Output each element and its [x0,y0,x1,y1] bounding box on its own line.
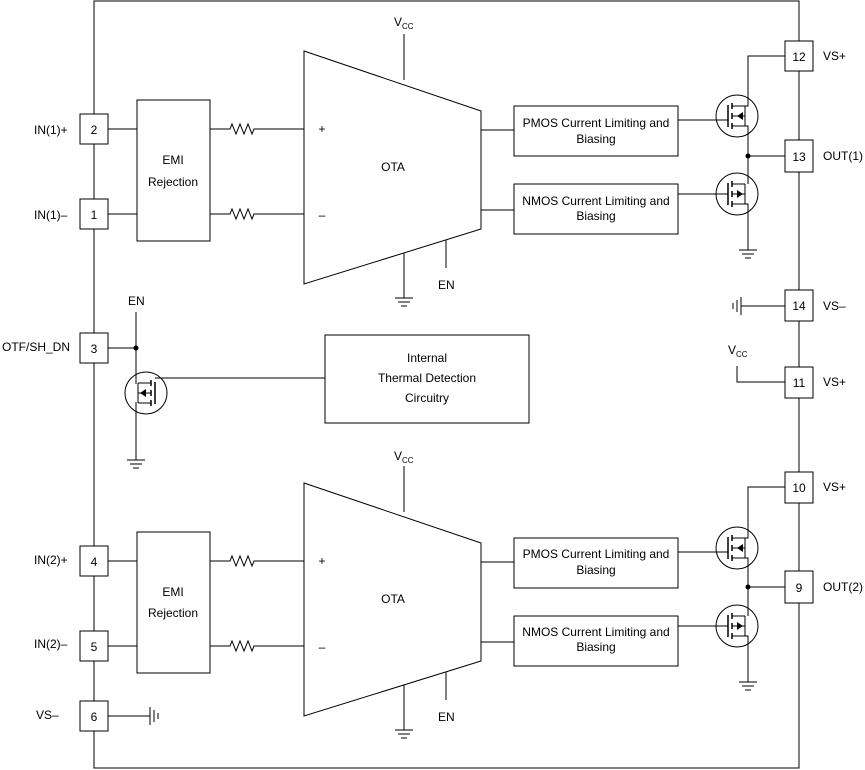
pin-10-label: VS+ [823,480,846,494]
pin-14-number: 14 [792,299,806,313]
pin-11-vcc-label: VCC [728,343,748,359]
pmos-1-line1: PMOS Current Limiting and [523,116,670,130]
thermal-line3: Circuitry [405,391,449,405]
ota-2 [303,482,482,717]
emi-2-line2: Rejection [148,606,198,620]
pin-3-label: OTF/SH_DN [2,340,70,354]
pin-2-label: IN(1)+ [34,123,68,137]
ota-1-label: OTA [381,160,405,174]
pin-5-number: 5 [91,640,98,654]
pin-6-number: 6 [91,710,98,724]
emi-1-line2: Rejection [148,175,198,189]
pmos-current-limiting-2 [513,537,679,589]
pin-6[interactable]: 6 [79,700,109,732]
pin-3-number: 3 [91,342,98,356]
pin-9-number: 9 [796,581,803,595]
pin-11[interactable]: 11 [784,366,814,399]
emi-2-line1: EMI [162,585,183,599]
out2-junction [745,584,751,590]
pmos-2-line1: PMOS Current Limiting and [523,547,670,561]
nmos-1-line1: NMOS Current Limiting and [522,194,669,208]
thermal-line2: Thermal Detection [378,371,476,385]
pin-4-label: IN(2)+ [34,553,68,567]
pin-1-number: 1 [91,208,98,222]
pin-6-ground [149,706,159,726]
pin-4[interactable]: 4 [79,545,109,577]
pin-9[interactable]: 9 [784,570,814,604]
ota-2-minus: – [319,640,326,654]
resistor-in1-minus [225,208,259,220]
pin-9-label: OUT(2) [823,580,863,594]
pin-2[interactable]: 2 [79,113,109,145]
ota-2-en-label: EN [438,710,455,724]
ota-2-ground [394,729,414,739]
pin-11-number: 11 [793,376,806,390]
nmos-current-limiting-2 [513,615,679,667]
ota-1-vcc-label: VCC [394,15,414,31]
emi-1-line1: EMI [162,153,183,167]
ota-1-plus: + [318,122,325,136]
pin-14[interactable]: 14 [784,289,814,322]
resistor-in2-minus [225,640,259,652]
pin-13-number: 13 [792,150,806,164]
emi-rejection-block-1 [136,99,211,242]
pin-4-number: 4 [91,555,98,569]
resistor-in2-plus [225,555,259,567]
pin-2-number: 2 [91,123,98,137]
ota-1-en-label: EN [438,278,455,292]
pin-5[interactable]: 5 [79,630,109,662]
pin-10-number: 10 [792,481,806,495]
otf-en-label: EN [128,294,145,308]
thermal-detection-block [324,334,530,424]
out1-junction [745,153,751,159]
pmos-current-limiting-1 [513,105,679,157]
ota-1-minus: – [319,208,326,222]
pin-1[interactable]: 1 [79,198,109,230]
nmos-2-ground [738,681,758,691]
pin-3[interactable]: 3 [79,332,109,364]
pin-11-label: VS+ [823,375,846,389]
pin-5-label: IN(2)– [34,637,68,651]
ota-2-vcc-label: VCC [394,449,414,465]
ota-2-label: OTA [381,592,405,606]
thermal-ground [126,459,146,469]
pin-12-label: VS+ [823,49,846,63]
pin-12-number: 12 [792,50,806,64]
ota-1 [303,50,482,285]
pin-13[interactable]: 13 [784,139,814,173]
pmos-2-line2: Biasing [576,563,615,577]
pin-12[interactable]: 12 [784,40,814,72]
pin-14-label: VS– [823,299,846,313]
nmos-2-line1: NMOS Current Limiting and [522,625,669,639]
ota-1-ground [394,297,414,307]
pin-13-label: OUT(1) [823,149,863,163]
thermal-line1: Internal [407,351,447,365]
pin-6-label: VS– [36,708,59,722]
nmos-1-line2: Biasing [576,209,615,223]
emi-rejection-block-2 [136,531,211,674]
resistor-in1-plus [225,123,259,135]
pin-1-label: IN(1)– [34,208,68,222]
nmos-current-limiting-1 [513,183,679,235]
nmos-1-ground [738,249,758,259]
ota-2-plus: + [318,554,325,568]
pmos-1-line2: Biasing [576,132,615,146]
nmos-2-line2: Biasing [576,640,615,654]
pin-10[interactable]: 10 [784,471,814,504]
pin-14-ground [732,296,742,316]
